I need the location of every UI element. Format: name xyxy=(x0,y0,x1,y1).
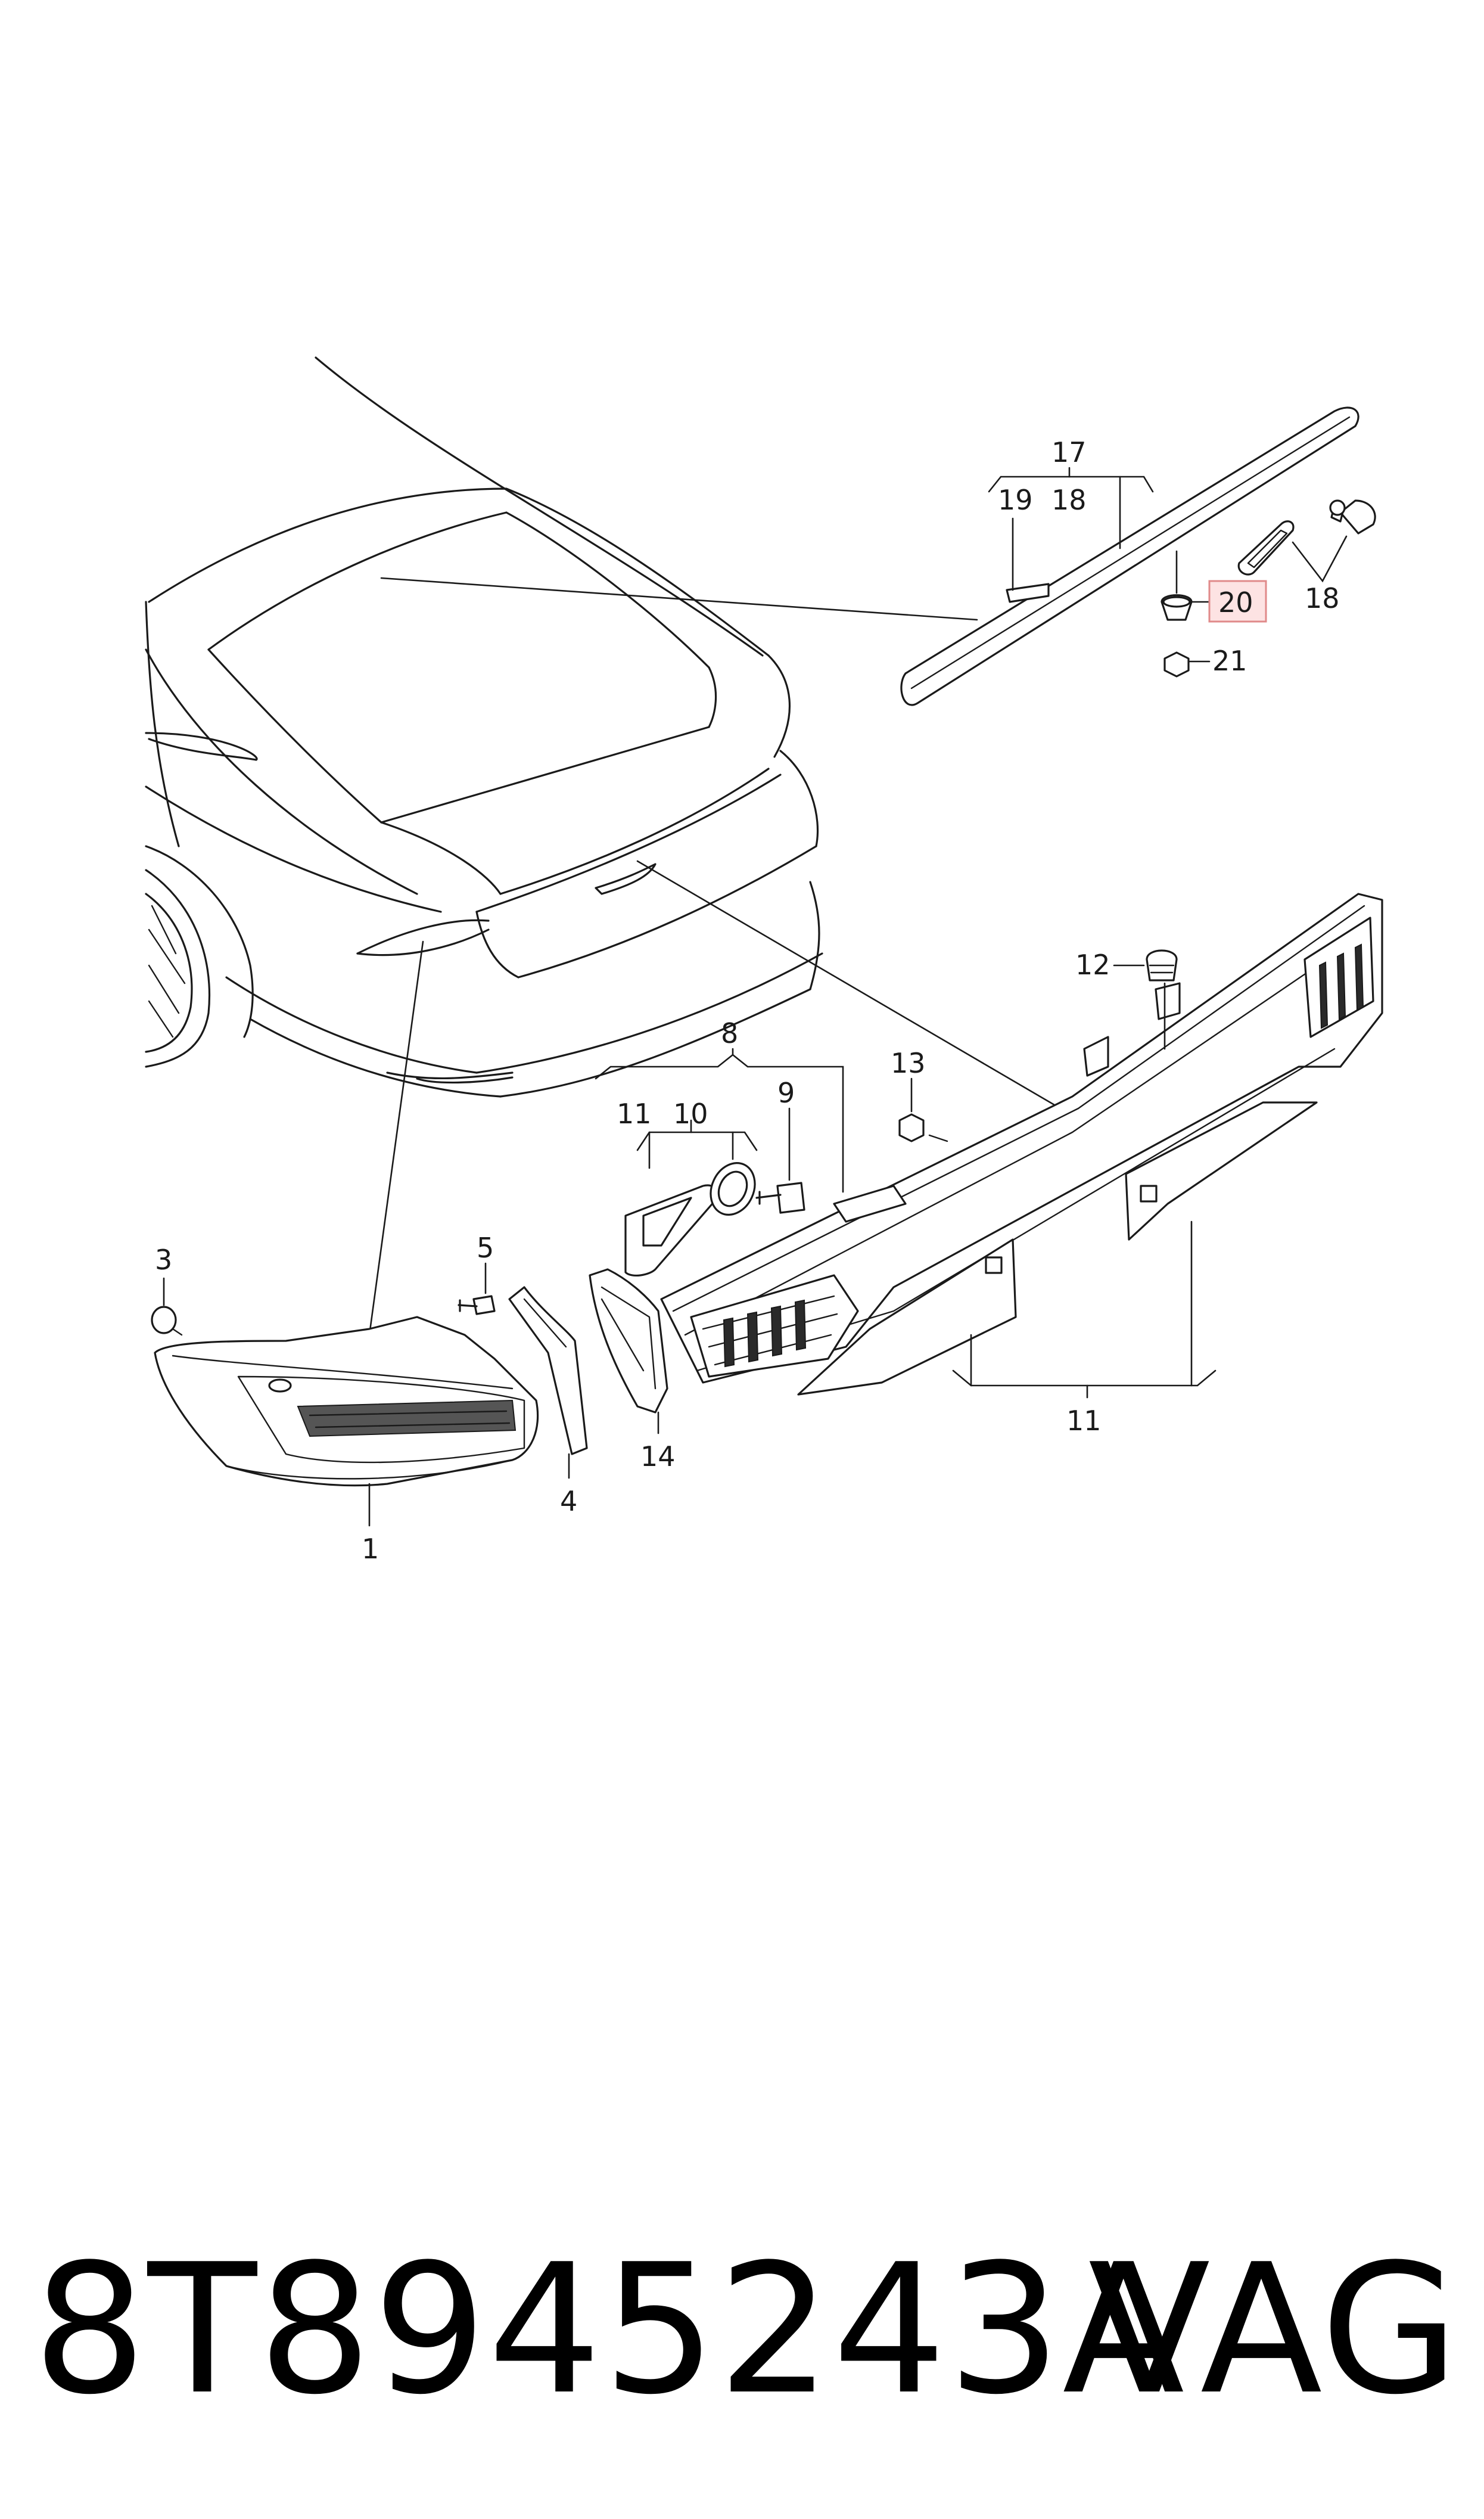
part-number: 8T8945243A xyxy=(33,2226,1186,2434)
plug-part-18 xyxy=(1329,499,1376,535)
callout-18-top: 18 xyxy=(1051,484,1087,516)
trim-piece-part-4 xyxy=(508,1286,588,1455)
clip-part-12 xyxy=(1146,949,1178,981)
ring-part-10 xyxy=(710,1162,756,1216)
car-rear-illustration xyxy=(145,356,823,1098)
callout-13: 13 xyxy=(891,1047,926,1079)
brand-name: VAG xyxy=(1088,2226,1460,2434)
rear-spoiler-part xyxy=(900,406,1359,706)
callout-14: 14 xyxy=(640,1440,676,1473)
callout-1: 1 xyxy=(362,1533,379,1565)
trim-piece-part-14 xyxy=(589,1268,668,1414)
screw-part-5 xyxy=(458,1295,496,1315)
callout-17: 17 xyxy=(1051,436,1087,468)
callout-18-right: 18 xyxy=(1305,582,1340,614)
trim-panel-part-11b xyxy=(1125,1101,1318,1241)
callout-3: 3 xyxy=(155,1244,172,1276)
callout-20: 20 xyxy=(1218,586,1253,619)
callout-8: 8 xyxy=(721,1017,738,1049)
callout-4: 4 xyxy=(560,1485,577,1517)
nut-part-13 xyxy=(898,1113,925,1142)
clip-part-20 xyxy=(1161,594,1193,621)
callout-10: 10 xyxy=(673,1098,708,1130)
callout-11-bottom: 11 xyxy=(1066,1405,1102,1437)
callout-11-top: 11 xyxy=(617,1098,652,1130)
callout-21: 21 xyxy=(1212,645,1247,677)
clip-part-3 xyxy=(151,1306,183,1336)
callout-9: 9 xyxy=(777,1077,795,1109)
gasket-frame-part-11 xyxy=(624,1184,718,1277)
highlight-box-20 xyxy=(1208,580,1267,623)
seal-plate-part-18 xyxy=(1237,520,1295,576)
callout-19: 19 xyxy=(998,484,1033,516)
tail-light-part-1 xyxy=(154,1316,539,1487)
screw-part-9 xyxy=(755,1182,805,1214)
nut-part-21 xyxy=(1163,651,1190,678)
trim-panel-part-11a xyxy=(797,1238,1017,1396)
callout-5: 5 xyxy=(477,1232,494,1264)
callout-12: 12 xyxy=(1075,949,1110,981)
center-light-assembly xyxy=(660,893,1383,1384)
